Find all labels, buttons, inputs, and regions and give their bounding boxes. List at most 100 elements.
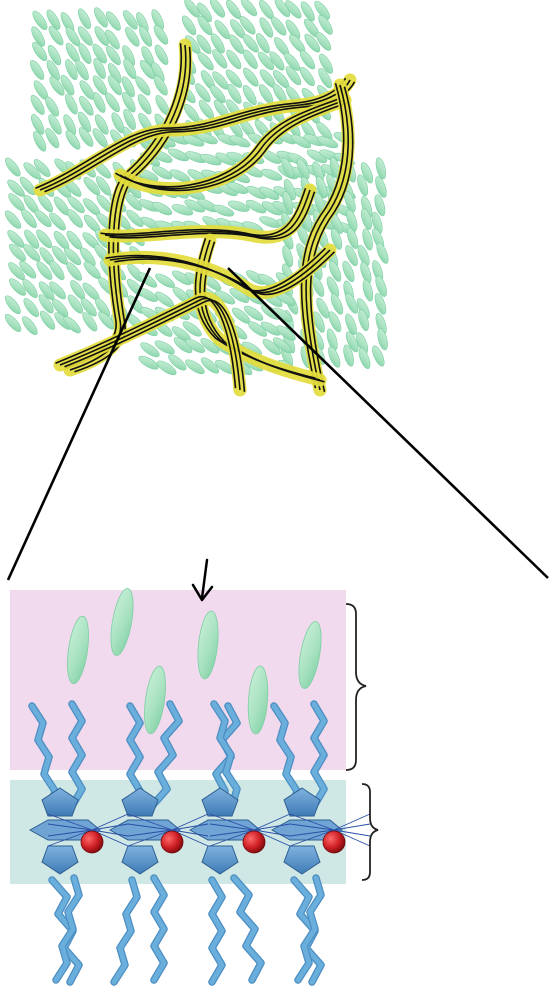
mesogen-ellipsoid (65, 93, 78, 115)
mesogen-ellipsoid (229, 135, 251, 148)
mesogen-ellipsoid (257, 51, 275, 71)
mesogen-ellipsoid (79, 80, 95, 100)
mesogen-ellipsoid (377, 328, 388, 351)
mesogen-ellipsoid (225, 69, 242, 88)
mesogen-ellipsoid (78, 43, 92, 64)
mesogen-ellipsoid (242, 85, 257, 106)
mesogen-ellipsoid (83, 177, 101, 196)
mesogen-ellipsoid (306, 149, 328, 164)
mesogen-ellipsoid (79, 247, 96, 267)
coordination-bond (209, 813, 255, 831)
mesogen-ellipsoid (171, 204, 194, 216)
mesogen-ellipsoid (21, 209, 37, 228)
mesogen-ellipsoid (107, 75, 123, 96)
mesogen-ellipsoid (64, 247, 82, 266)
coordination-bond (127, 829, 173, 847)
mesogen-ellipsoid (269, 51, 285, 71)
mesogen-ellipsoid (137, 94, 152, 115)
mesogen-molecule (144, 665, 166, 735)
mesogen-ellipsoid (372, 345, 385, 367)
mesogen-ellipsoid (65, 130, 81, 150)
mesogen-ellipsoid (39, 310, 56, 330)
mesogen-ellipsoid (19, 260, 37, 279)
mesogen-ellipsoid (79, 96, 94, 116)
mesogen-ellipsoid (285, 19, 301, 40)
mesogen-ellipsoid (185, 359, 205, 375)
mesogen-ellipsoid (77, 8, 91, 30)
mesogen-ellipsoid (315, 31, 332, 51)
mesogen-ellipsoid (125, 27, 140, 47)
mesogen-ellipsoid (285, 0, 302, 19)
mesogen-ellipsoid (316, 297, 330, 319)
mesogen-ellipsoid (243, 49, 258, 70)
mesogen-ellipsoid (23, 244, 41, 262)
mesogen-ellipsoid (343, 344, 354, 367)
mesogen-ellipsoid (32, 41, 48, 62)
fiber-bundle (53, 292, 247, 397)
mesogen-ellipsoid (5, 157, 21, 177)
aromatic-core-plate (188, 819, 261, 841)
coordination-bond (47, 829, 93, 847)
coordination-bond (209, 823, 255, 831)
metal-ions (80, 830, 346, 854)
mesogen-ellipsoid (140, 342, 160, 358)
mesogen-ellipsoid (226, 49, 242, 70)
liquid-crystal-band (10, 590, 346, 770)
mesogen-ellipsoid (168, 354, 187, 371)
mesogen-ellipsoid (60, 75, 75, 96)
mesogen-ellipsoid (67, 209, 83, 228)
mesogen-ellipsoid (107, 63, 122, 84)
coordination-bond (333, 813, 371, 831)
mesogen-ellipsoid (48, 25, 64, 46)
mesogen-ellipsoid (226, 182, 249, 194)
mesogen-ellipsoid (346, 227, 359, 250)
mesogen-ellipsoid (77, 111, 92, 133)
mesogen-ellipsoid (45, 96, 60, 117)
brace-core-layer (361, 783, 379, 881)
mesogen-ellipsoid (212, 204, 235, 217)
mesogen-ellipsoid (197, 2, 212, 23)
mesogen-ellipsoid (49, 281, 66, 300)
mesogen-ellipsoid (248, 321, 268, 337)
mesogen-ellipsoid (47, 44, 62, 66)
mesogen-ellipsoid (258, 186, 280, 200)
mesogen-ellipsoid (182, 134, 205, 147)
mesogen-ellipsoid (24, 229, 40, 249)
mesogen-ellipsoid (360, 162, 374, 184)
mesogen-ellipsoid (7, 179, 25, 197)
coordination-bond (127, 823, 173, 831)
mesogen-ellipsoid (138, 272, 158, 288)
mesogen-ellipsoid (105, 92, 120, 113)
mesogen-ellipsoid (304, 33, 321, 53)
mesogen-ellipsoid (311, 275, 325, 297)
mesogen-ellipsoid (273, 337, 292, 353)
mesogen-ellipsoid (259, 17, 274, 38)
coordination-bond (91, 829, 129, 837)
mesogen-ellipsoid (75, 60, 89, 81)
mesogen-ellipsoid (328, 346, 341, 368)
brace-liquid-crystal-layer (345, 603, 367, 771)
alkyl-chain-highlight (151, 875, 167, 983)
mesogen-ellipsoid (282, 245, 294, 268)
mesogen-ellipsoid (312, 311, 325, 333)
mesogen-ellipsoid (375, 176, 387, 198)
mesogen-ellipsoid (153, 75, 168, 96)
mesogen-ellipsoid (137, 288, 158, 302)
coordination-bond (47, 829, 93, 837)
coordination-bond (289, 829, 335, 847)
mesogen-ellipsoid (105, 29, 120, 50)
mesogen-ellipsoid (345, 313, 357, 335)
mesogen-ellipsoid (106, 11, 121, 31)
coordination-bond (127, 813, 173, 831)
mesogen-ellipsoid (255, 33, 270, 54)
mesogen-ellipsoid (328, 311, 342, 333)
mesogen-ellipsoid (357, 174, 369, 197)
alkyl-chains-front (48, 874, 325, 986)
mesogen-molecule (298, 621, 322, 689)
mesogen-ellipsoid (184, 199, 206, 213)
mesogen-molecules (67, 588, 322, 735)
mesogen-ellipsoid (362, 228, 373, 251)
mesogen-ellipsoid (281, 157, 294, 179)
mesogen-ellipsoid (65, 59, 78, 81)
mesogen-ellipsoid (154, 340, 175, 355)
